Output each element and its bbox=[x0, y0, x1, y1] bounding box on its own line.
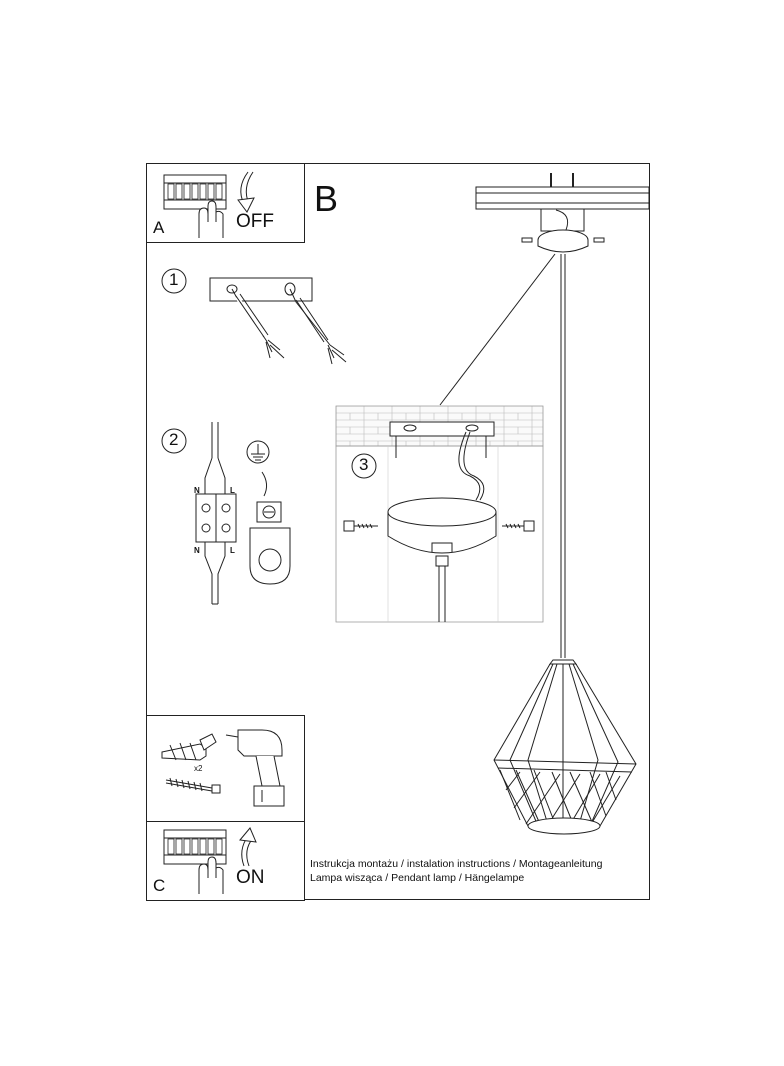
live-top-label: L bbox=[230, 486, 235, 495]
panel-a-letter: A bbox=[153, 218, 165, 237]
panel-c-letter: C bbox=[153, 876, 166, 895]
panel-a-power-off bbox=[146, 163, 305, 243]
panel-b-letter: B bbox=[314, 178, 339, 219]
neutral-top-label: N bbox=[194, 486, 200, 495]
off-label: OFF bbox=[236, 211, 274, 232]
instruction-sheet-frame bbox=[146, 163, 650, 900]
caption-product: Lampa wisząca / Pendant lamp / Hängelamp… bbox=[310, 872, 525, 884]
caption-instructions: Instrukcja montażu / instalation instruc… bbox=[310, 858, 603, 870]
step-3-number: 3 bbox=[359, 455, 369, 474]
step-1-number: 1 bbox=[169, 270, 179, 289]
neutral-bottom-label: N bbox=[194, 546, 200, 555]
panel-c-power-on bbox=[146, 821, 305, 901]
on-label: ON bbox=[236, 867, 265, 888]
step-2-number: 2 bbox=[169, 430, 179, 449]
panel-tools bbox=[146, 715, 305, 822]
quantity-label: x2 bbox=[194, 764, 203, 773]
live-bottom-label: L bbox=[230, 546, 235, 555]
